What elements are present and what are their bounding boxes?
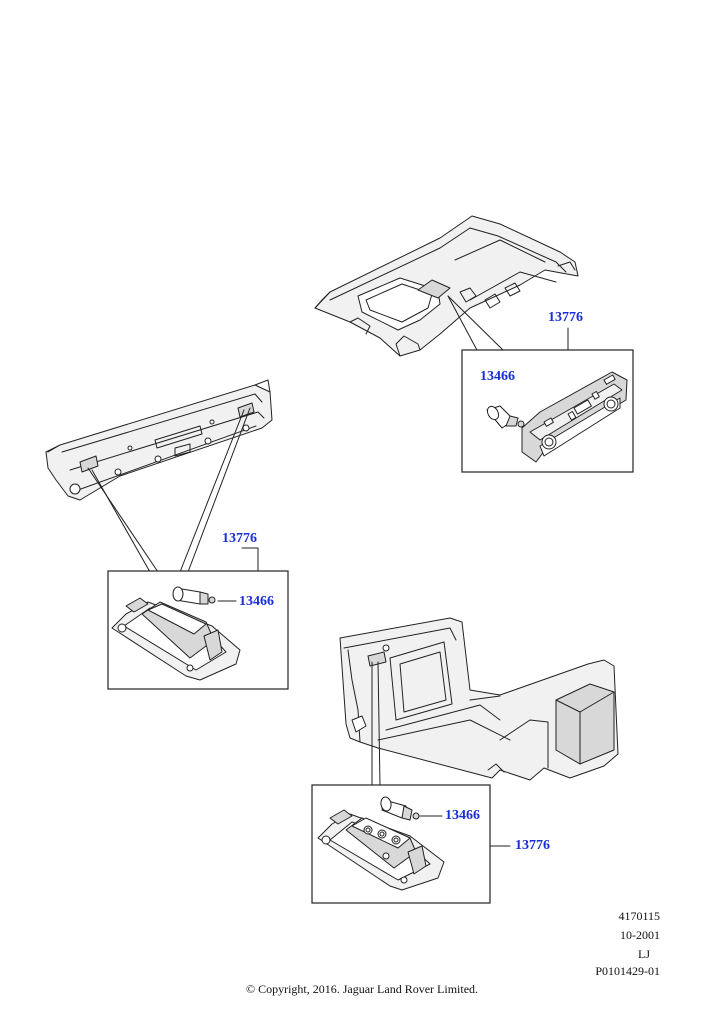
tailgate-leader-2 bbox=[91, 469, 151, 573]
tailgate-lamp-unit bbox=[111, 597, 241, 681]
loadspace-illustration bbox=[339, 617, 619, 781]
callout-13466-headlining[interactable]: 13466 bbox=[480, 369, 515, 384]
headlining-lamp-unit bbox=[521, 371, 628, 463]
tailgate-leader-1 bbox=[87, 467, 159, 573]
loadspace-lamp-unit bbox=[317, 809, 445, 891]
headlining-illustration bbox=[314, 215, 579, 357]
callout-13776-loadspace[interactable]: 13776 bbox=[515, 838, 550, 853]
callout-13776-headlining[interactable]: 13776 bbox=[548, 310, 583, 325]
reference-code: P0101429-01 bbox=[595, 964, 660, 978]
tailgate-lamp-detail-box bbox=[107, 570, 289, 690]
tailgate-leader-4 bbox=[187, 407, 251, 573]
callout-13466-tailgate[interactable]: 13466 bbox=[239, 594, 274, 609]
tailgate-leader-3 bbox=[179, 409, 245, 573]
callout-13466-loadspace[interactable]: 13466 bbox=[445, 808, 480, 823]
tailgate-trim-illustration bbox=[45, 379, 273, 501]
copyright-notice: © Copyright, 2016. Jaguar Land Rover Lim… bbox=[245, 982, 479, 996]
illustrator-initials: LJ bbox=[638, 947, 650, 961]
loadspace-leader-2 bbox=[377, 661, 381, 787]
festoon-bulb-tailgate bbox=[172, 586, 216, 605]
headlining-leader bbox=[447, 295, 506, 353]
illustration-date: 10-2001 bbox=[620, 928, 660, 942]
headlining-leader-2 bbox=[447, 295, 479, 353]
loadspace-lamp-detail-box bbox=[311, 784, 491, 904]
callout-13776-tailgate[interactable]: 13776 bbox=[222, 531, 257, 546]
festoon-bulb-loadspace bbox=[380, 796, 420, 821]
headlining-lamp-detail-box bbox=[461, 349, 634, 473]
tailgate-callout-line bbox=[241, 547, 259, 573]
festoon-bulb-headlining bbox=[486, 405, 525, 429]
illustration-number: 4170115 bbox=[618, 909, 660, 923]
